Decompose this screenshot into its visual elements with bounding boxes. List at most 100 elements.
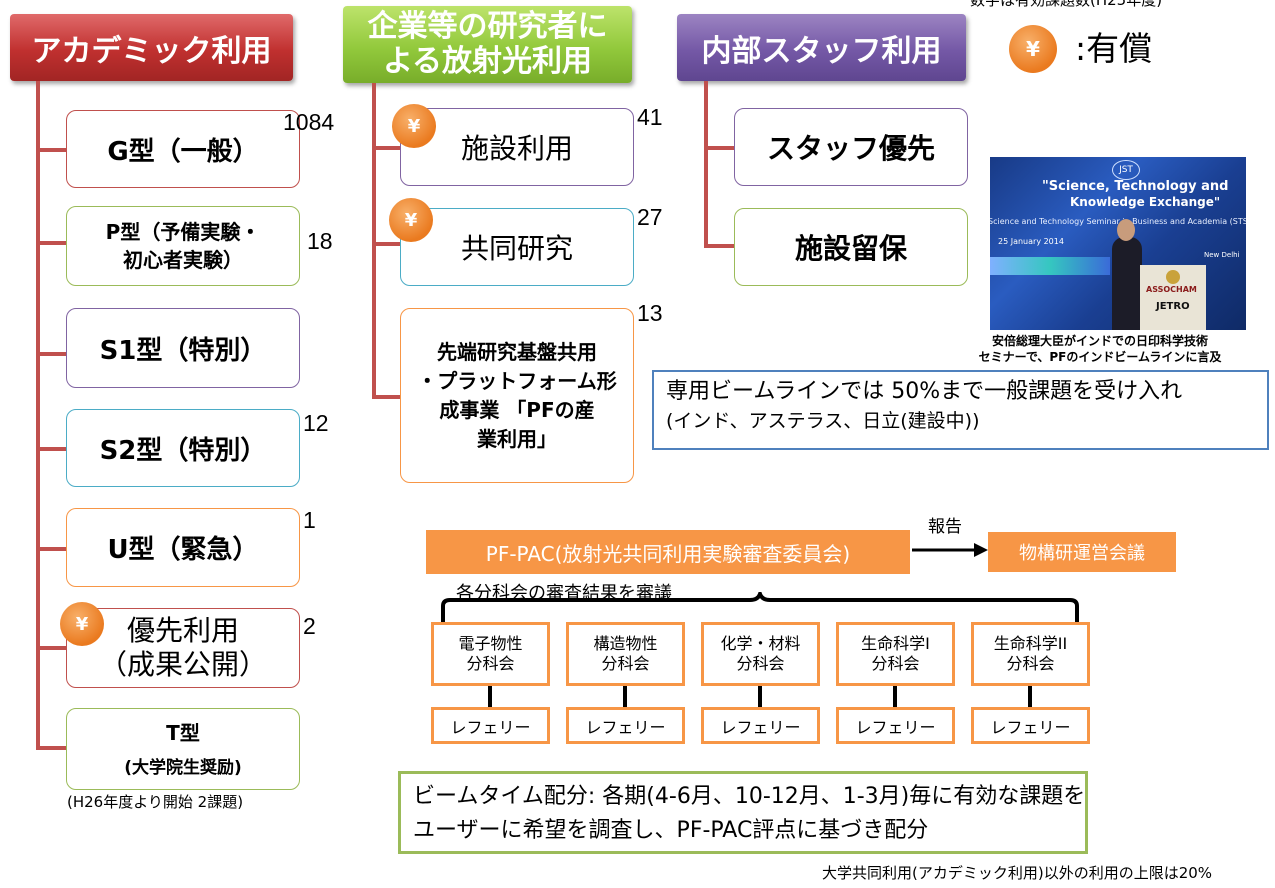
dedicated-beamline-note: 専用ビームラインでは 50%まで一般課題を受け入れ (インド、アステラス、日立(… <box>652 370 1269 450</box>
committee-life1-line1: 生命科学I <box>861 634 930 653</box>
t-type-line2: (大学院生奨励) <box>124 757 242 778</box>
committee-chemistry-line2: 分科会 <box>736 654 785 673</box>
photo-banner-line3: Science and Technology Seminar in Busine… <box>990 217 1246 226</box>
photo-caption: 安倍総理大臣がインドでの日印科学技術 セミナーで、PFのインドビームラインに言及 <box>950 334 1250 365</box>
p-type-line1: P型（予備実験・ <box>105 220 261 244</box>
committee-structural-line2: 分科会 <box>601 654 650 673</box>
industry-branch <box>372 395 400 399</box>
connector <box>623 686 627 707</box>
podium-text-assocham: ASSOCHAM <box>1146 285 1197 294</box>
staff-branch <box>704 146 734 150</box>
industry-branch <box>372 242 400 246</box>
academic-branch <box>36 646 66 650</box>
committee-electronic-line1: 電子物性 <box>458 634 523 653</box>
academic-s1-type: S1型（特別） <box>66 308 300 388</box>
staff-facility-reserve: 施設留保 <box>734 208 968 286</box>
staff-priority: スタッフ優先 <box>734 108 968 186</box>
staff-tree-line <box>704 81 708 247</box>
beamline-note-line1: 専用ビームラインでは 50%まで一般課題を受け入れ <box>666 379 1183 404</box>
academic-t-type: T型 (大学院生奨励) <box>66 708 300 790</box>
academic-priority-use: 優先利用 （成果公開） <box>66 608 300 688</box>
header-staff: 内部スタッフ利用 <box>677 14 966 81</box>
count-priority-use: 2 <box>303 613 316 639</box>
committee-life2-line2: 分科会 <box>1006 654 1055 673</box>
photo-city: New Delhi <box>1204 251 1240 259</box>
beamtime-line1: ビームタイム配分: 各期(4-6月、10-12月、1-3月)毎に有効な課題をもつ <box>413 784 1088 809</box>
priority-line2: （成果公開） <box>98 648 267 681</box>
academic-branch <box>36 241 66 245</box>
speaker-figure <box>1112 237 1142 330</box>
committee-chemistry-line1: 化学・材料 <box>720 634 801 653</box>
yen-icon: ¥ <box>1009 25 1057 73</box>
footer-limit-note: 大学共同利用(アカデミック利用)以外の利用の上限は20% <box>822 864 1213 882</box>
count-p-type: 18 <box>307 228 333 254</box>
photo-caption-line1: 安倍総理大臣がインドでの日印科学技術 <box>991 334 1208 348</box>
referee-box: レフェリー <box>971 707 1090 744</box>
committees-bracket <box>441 592 1079 624</box>
connector <box>893 686 897 707</box>
academic-branch <box>36 547 66 551</box>
academic-p-type: P型（予備実験・ 初心者実験） <box>66 206 300 286</box>
priority-line1: 優先利用 <box>126 614 239 648</box>
count-joint-research: 27 <box>637 204 663 230</box>
referee-box: レフェリー <box>701 707 820 744</box>
platform-line2: ・プラットフォーム形 <box>417 368 617 393</box>
podium-logo <box>1166 270 1180 284</box>
yen-icon: ¥ <box>389 198 433 242</box>
academic-tree-line <box>36 81 40 749</box>
industry-joint-research: 共同研究 <box>400 208 634 286</box>
count-u-type: 1 <box>303 507 316 533</box>
referee-box: レフェリー <box>431 707 550 744</box>
speaker-head <box>1117 219 1135 241</box>
connector <box>758 686 762 707</box>
legend-paid-label: :有償 <box>1075 29 1153 68</box>
industry-platform-program: 先端研究基盤共用 ・プラットフォーム形 成事業 「PFの産 業利用」 <box>400 308 634 483</box>
beamtime-line2: ユーザーに希望を調査し、PF-PAC評点に基づき配分 <box>413 818 929 844</box>
committee-structural: 構造物性 分科会 <box>566 622 685 686</box>
t-type-note: (H26年度より開始 2課題) <box>67 793 244 811</box>
yen-icon: ¥ <box>60 602 104 646</box>
committee-electronic-line2: 分科会 <box>466 654 515 673</box>
count-s2-type: 12 <box>303 410 329 436</box>
committee-life-science-2: 生命科学II 分科会 <box>971 622 1090 686</box>
photo-caption-line2: セミナーで、PFのインドビームラインに言及 <box>978 349 1222 364</box>
industry-branch <box>372 146 400 150</box>
count-g-type: 1084 <box>283 109 335 135</box>
academic-u-type: U型（緊急） <box>66 508 300 587</box>
connector <box>488 686 492 707</box>
count-facility-use: 41 <box>637 104 663 130</box>
committee-life2-line1: 生命科学II <box>993 634 1068 653</box>
count-platform-program: 13 <box>637 300 663 326</box>
photo-date: 25 January 2014 <box>998 237 1064 246</box>
industry-tree-line <box>372 83 376 398</box>
committee-life1-line2: 分科会 <box>871 654 920 673</box>
t-type-line1: T型 <box>166 720 200 745</box>
committee-structural-line1: 構造物性 <box>593 634 658 653</box>
p-type-line2: 初心者実験） <box>123 248 243 272</box>
beamline-note-line2: (インド、アステラス、日立(建設中)) <box>666 409 980 432</box>
photo-banner-line2: Knowledge Exchange" <box>1070 195 1221 209</box>
header-industry-line1: 企業等の研究者に <box>367 9 608 44</box>
academic-s2-type: S2型（特別） <box>66 409 300 487</box>
academic-branch <box>36 352 66 356</box>
referee-box: レフェリー <box>836 707 955 744</box>
header-academic: アカデミック利用 <box>10 14 293 81</box>
jst-logo: JST <box>1112 160 1140 180</box>
council-box: 物構研運営会議 <box>988 532 1176 572</box>
staff-branch <box>704 244 734 248</box>
platform-line1: 先端研究基盤共用 <box>437 339 597 364</box>
header-industry-line2: よる放射光利用 <box>382 43 593 79</box>
committee-electronic: 電子物性 分科会 <box>431 622 550 686</box>
platform-line3: 成事業 「PFの産 <box>439 397 595 422</box>
committee-chemistry: 化学・材料 分科会 <box>701 622 820 686</box>
academic-g-type: G型（一般） <box>66 110 300 188</box>
photo-banner-line1: "Science, Technology and <box>1042 179 1229 194</box>
report-label: 報告 <box>928 517 962 537</box>
beamtime-allocation-note: ビームタイム配分: 各期(4-6月、10-12月、1-3月)毎に有効な課題をもつ… <box>398 771 1088 854</box>
academic-branch <box>36 148 66 152</box>
academic-branch <box>36 746 66 750</box>
committee-life-science-1: 生命科学I 分科会 <box>836 622 955 686</box>
yen-icon: ¥ <box>392 104 436 148</box>
seminar-photo: JST "Science, Technology and Knowledge E… <box>990 157 1246 330</box>
industry-facility-use: 施設利用 <box>400 108 634 186</box>
